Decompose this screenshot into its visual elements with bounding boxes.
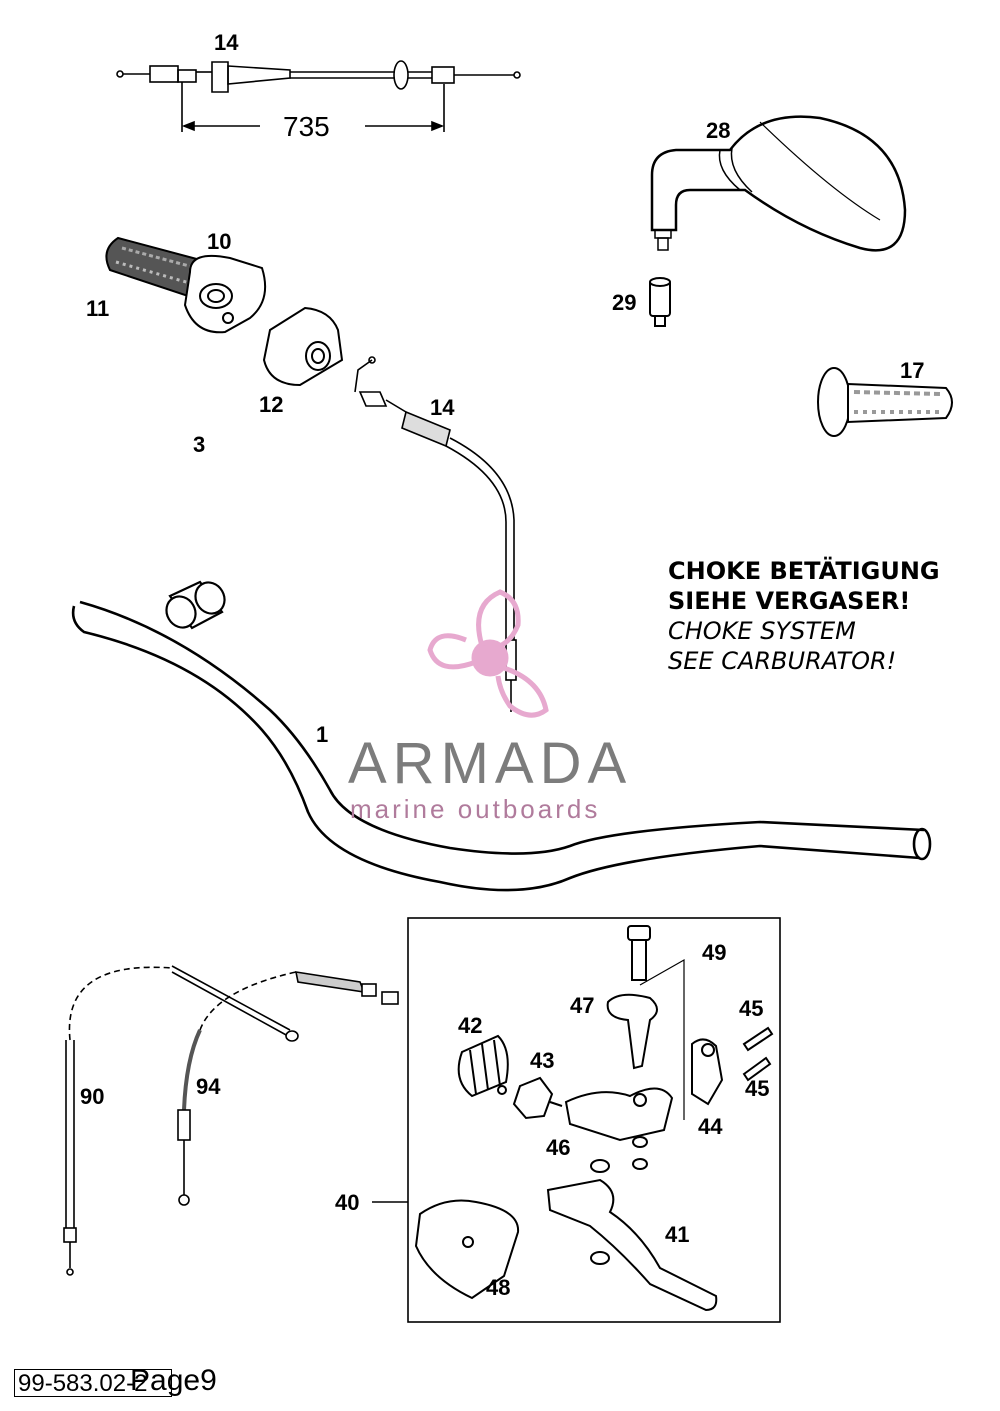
label-lever-upper: 47 [570, 993, 594, 1018]
label-clamp: 44 [698, 1114, 723, 1139]
watermark-propeller [427, 589, 549, 718]
choke-cable-drawing [354, 356, 517, 712]
label-housing: 46 [546, 1135, 570, 1160]
choke-note-en-line2: SEE CARBURATOR! [668, 647, 897, 675]
label-adapter: 29 [612, 290, 636, 315]
label-screw-top: 49 [702, 940, 726, 965]
choke-note-de-line1: CHOKE BETÄTIGUNG [668, 557, 940, 585]
choke-note-de-line2: SIEHE VERGASER! [668, 587, 911, 615]
bushing-drawing [165, 580, 226, 630]
mirror-adapter-drawing [649, 277, 671, 327]
handlebar-drawing [71, 600, 932, 892]
label-cover: 48 [486, 1275, 510, 1300]
choke-note: CHOKE BETÄTIGUNG SIEHE VERGASER! CHOKE S… [668, 556, 940, 676]
label-lever: 41 [665, 1222, 689, 1247]
label-throttle-assembly: 3 [193, 432, 205, 457]
label-throttle-grip: 10 [207, 229, 231, 254]
throttle-cable-top-drawing [116, 60, 521, 132]
label-bolt-upper: 45 [739, 996, 763, 1021]
label-dimension: 735 [283, 111, 330, 142]
label-handlebar: 1 [316, 722, 328, 747]
watermark-tagline: marine outboards [350, 794, 601, 824]
label-clutch-assembly: 40 [335, 1190, 359, 1215]
clutch-assembly-box [372, 917, 781, 1323]
label-choke-cable: 14 [430, 395, 455, 420]
clutch-parts-drawing [414, 925, 774, 1312]
label-adjuster-sleeve: 42 [458, 1013, 482, 1038]
choke-note-en-line1: CHOKE SYSTEM [668, 617, 856, 645]
clutch-cables-drawing [63, 965, 399, 1276]
label-grip-rubber: 11 [86, 296, 109, 321]
label-throttle-cable-top: 14 [214, 30, 239, 55]
left-grip-drawing [817, 367, 953, 437]
label-star-knob: 43 [530, 1048, 554, 1073]
throttle-grip-drawing [105, 236, 266, 334]
footer-code: 99-583.02-2 [14, 1369, 172, 1397]
label-throttle-cover: 12 [259, 392, 283, 417]
footer-page: Page9 [130, 1364, 217, 1397]
throttle-cover-drawing [262, 306, 344, 387]
label-mirror: 28 [706, 118, 730, 143]
label-cable-94: 94 [196, 1074, 221, 1099]
label-cable-90: 90 [80, 1084, 104, 1109]
label-left-grip: 17 [900, 358, 924, 383]
label-bolt-lower: 45 [745, 1076, 769, 1101]
watermark-name: ARMADA [348, 731, 633, 796]
mirror-drawing [650, 115, 907, 252]
